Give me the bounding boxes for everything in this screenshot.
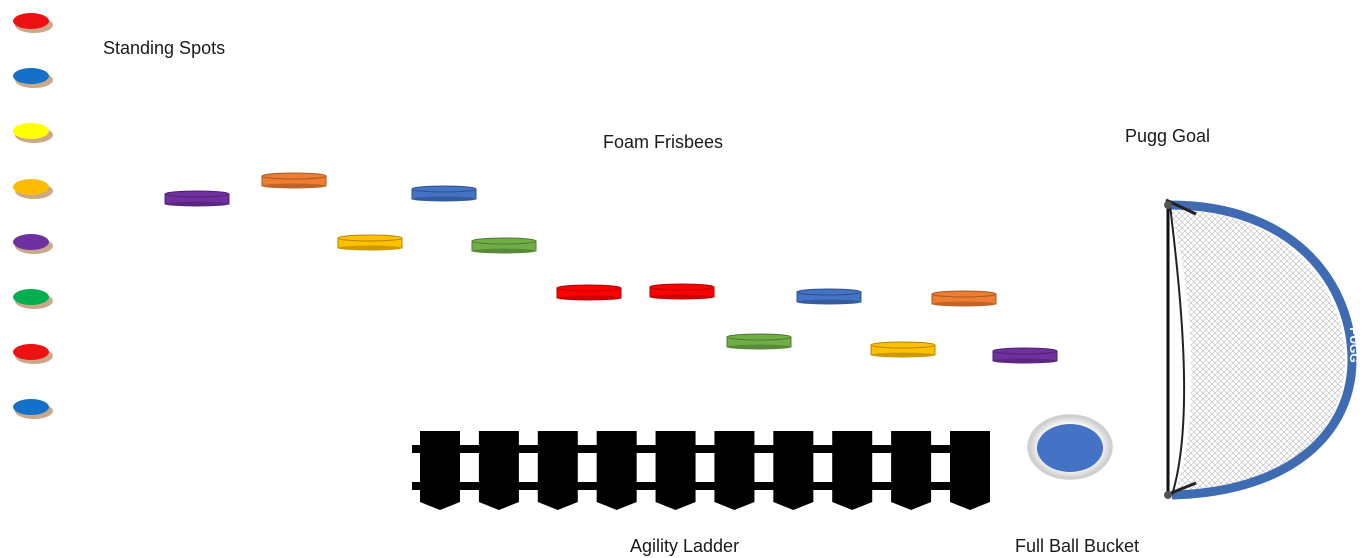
- agility-ladder: [412, 431, 990, 510]
- standing-spot-icon: [13, 344, 53, 364]
- agility-ladder-label: Agility Ladder: [630, 536, 740, 556]
- full-ball-bucket-label: Full Ball Bucket: [1015, 536, 1140, 556]
- standing-spot-icon: [13, 68, 53, 88]
- foam-frisbee-icon: [992, 347, 1058, 364]
- goal-brand-text: PUGG: [1347, 327, 1361, 362]
- standing-spot-icon: [13, 289, 53, 309]
- pugg-goal-icon: PUGG: [1164, 198, 1361, 500]
- pugg-goal-label: Pugg Goal: [1125, 126, 1211, 146]
- foam-frisbee-icon: [337, 234, 403, 251]
- ladder-rung: [950, 431, 990, 510]
- foam-frisbee-icon: [726, 333, 792, 350]
- foam-frisbee-icon: [411, 185, 477, 202]
- standing-spot-icon: [13, 13, 53, 33]
- full-ball-bucket-icon: [1027, 414, 1113, 480]
- standing-spots-label: Standing Spots: [103, 38, 226, 58]
- ladder-rung: [596, 431, 637, 510]
- foam-frisbee-icon: [796, 288, 862, 305]
- foam-frisbee-icon: [870, 341, 936, 358]
- ladder-rung: [655, 431, 696, 510]
- standing-spot-icon: [13, 179, 53, 199]
- foam-frisbees-label: Foam Frisbees: [603, 132, 724, 152]
- ladder-rung: [773, 431, 814, 510]
- standing-spot-icon: [13, 234, 53, 254]
- standing-spot-icon: [13, 399, 53, 419]
- foam-frisbee-icon: [931, 290, 997, 307]
- foam-frisbees-group: [164, 172, 1058, 364]
- ladder-rung: [478, 431, 519, 510]
- foam-frisbee-icon: [164, 190, 230, 207]
- ladder-rung: [537, 431, 578, 510]
- standing-spot-icon: [13, 123, 53, 143]
- ladder-rung: [891, 431, 932, 510]
- foam-frisbee-icon: [649, 283, 715, 300]
- ladder-rung: [420, 431, 460, 510]
- foam-frisbee-icon: [471, 237, 537, 254]
- standing-spots-group: [13, 13, 53, 419]
- ladder-rung: [714, 431, 755, 510]
- foam-frisbee-icon: [261, 172, 327, 189]
- foam-frisbee-icon: [556, 284, 622, 301]
- ladder-rung: [832, 431, 873, 510]
